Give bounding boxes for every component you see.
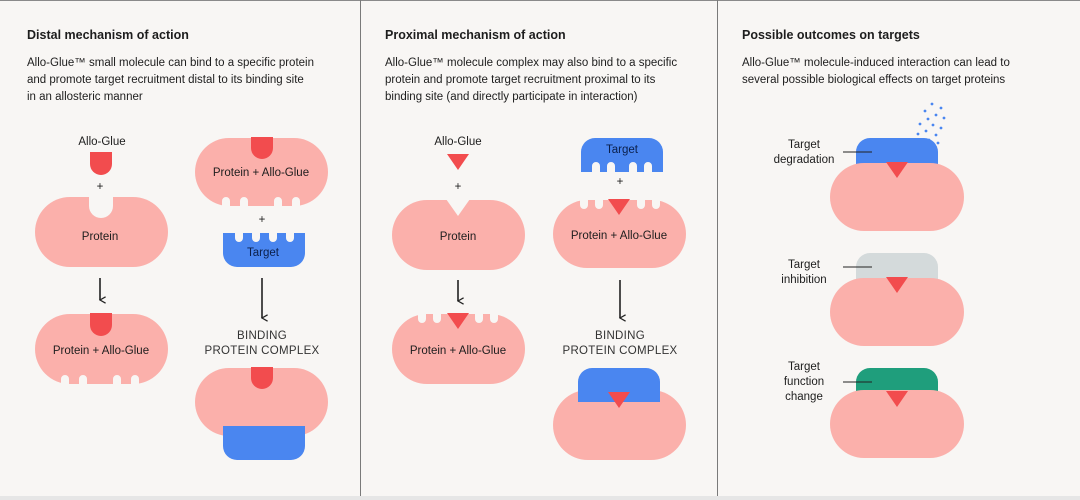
- outcome-inhibition-art: [830, 253, 964, 346]
- binding-line: BINDING: [236, 330, 288, 342]
- desc-line: and promote target recruitment distal to…: [27, 74, 304, 86]
- allo-glue-molecule: [90, 152, 112, 175]
- binding-protein-complex: [195, 367, 328, 460]
- label-protein-allo-glue-b: Protein + Allo-Glue: [570, 230, 668, 242]
- desc-line: several possible biological effects on t…: [742, 74, 1006, 86]
- panel-outcomes-art: [830, 102, 964, 458]
- target-protein-2: [581, 138, 663, 172]
- label-protein-allo-glue: Protein + Allo-Glue: [409, 345, 507, 357]
- protein-allo-glue-complex-2b: [553, 199, 686, 268]
- degradation-particles: [916, 102, 946, 145]
- label-binding-complex: BINDING PROTEIN COMPLEX: [553, 329, 687, 359]
- label-target: Target: [606, 144, 638, 156]
- allo-glue-molecule-2: [447, 154, 469, 170]
- label-target: Target: [247, 247, 279, 259]
- label-protein: Protein: [81, 231, 119, 243]
- protein-allo-glue-complex-top: [195, 137, 328, 207]
- label-protein-allo-glue-top: Protein + Allo-Glue: [212, 167, 310, 179]
- panel-outcomes-title: Possible outcomes on targets: [742, 28, 920, 42]
- panel-distal-title: Distal mechanism of action: [27, 28, 189, 42]
- label-protein: Protein: [439, 231, 477, 243]
- panel-outcomes-description: Allo-Glue™ molecule-induced interaction …: [742, 55, 1010, 89]
- protein-allo-glue-complex-2: [392, 313, 525, 384]
- frame-top-border: [0, 0, 1080, 1]
- binding-line: PROTEIN COMPLEX: [562, 345, 678, 357]
- outcome-line: degradation: [773, 154, 835, 166]
- outcome-function-change-art: [830, 368, 964, 458]
- desc-line: Allo-Glue™ molecule complex may also bin…: [385, 57, 678, 69]
- desc-line: protein and promote target recruitment p…: [385, 74, 656, 86]
- label-plus: +: [96, 181, 104, 193]
- protein-empty-pocket: [35, 196, 168, 267]
- label-allo-glue: Allo-Glue: [434, 136, 482, 148]
- label-allo-glue: Allo-Glue: [78, 136, 126, 148]
- panel-divider-left: [360, 0, 361, 500]
- frame-bottom-strip: [0, 496, 1080, 500]
- desc-line: Allo-Glue™ small molecule can bind to a …: [27, 57, 314, 69]
- desc-line: in an allosteric manner: [27, 91, 143, 103]
- label-plus: +: [454, 181, 462, 193]
- panel-proximal-description: Allo-Glue™ molecule complex may also bin…: [385, 55, 677, 106]
- outcome-line: Target: [788, 259, 820, 271]
- binding-line: BINDING: [594, 330, 646, 342]
- panel-divider-right: [717, 0, 718, 500]
- panel-distal-art: [35, 137, 328, 460]
- binding-line: PROTEIN COMPLEX: [204, 345, 320, 357]
- outcome-line: inhibition: [781, 274, 827, 286]
- desc-line: Allo-Glue™ molecule-induced interaction …: [742, 57, 1010, 69]
- label-outcome-function-change: Target function change: [763, 360, 845, 405]
- label-outcome-inhibition: Target inhibition: [763, 258, 845, 288]
- panel-proximal-title: Proximal mechanism of action: [385, 28, 566, 42]
- outcome-line: change: [785, 391, 823, 403]
- protein-empty-pocket-2: [392, 199, 525, 270]
- label-plus: +: [616, 176, 624, 188]
- outcome-line: Target: [788, 361, 820, 373]
- outcome-degradation-art: [830, 102, 964, 231]
- target-protein: [223, 232, 305, 267]
- panel-distal-description: Allo-Glue™ small molecule can bind to a …: [27, 55, 314, 106]
- label-binding-complex: BINDING PROTEIN COMPLEX: [195, 329, 329, 359]
- label-plus: +: [258, 214, 266, 226]
- outcome-line: function: [783, 376, 825, 388]
- outcome-line: Target: [788, 139, 820, 151]
- label-protein-allo-glue: Protein + Allo-Glue: [52, 345, 150, 357]
- label-outcome-degradation: Target degradation: [763, 138, 845, 168]
- binding-protein-complex-2: [553, 368, 686, 460]
- panel-proximal-art: [392, 138, 686, 460]
- desc-line: binding site (and directly participate i…: [385, 91, 638, 103]
- protein-allo-glue-complex: [35, 313, 168, 385]
